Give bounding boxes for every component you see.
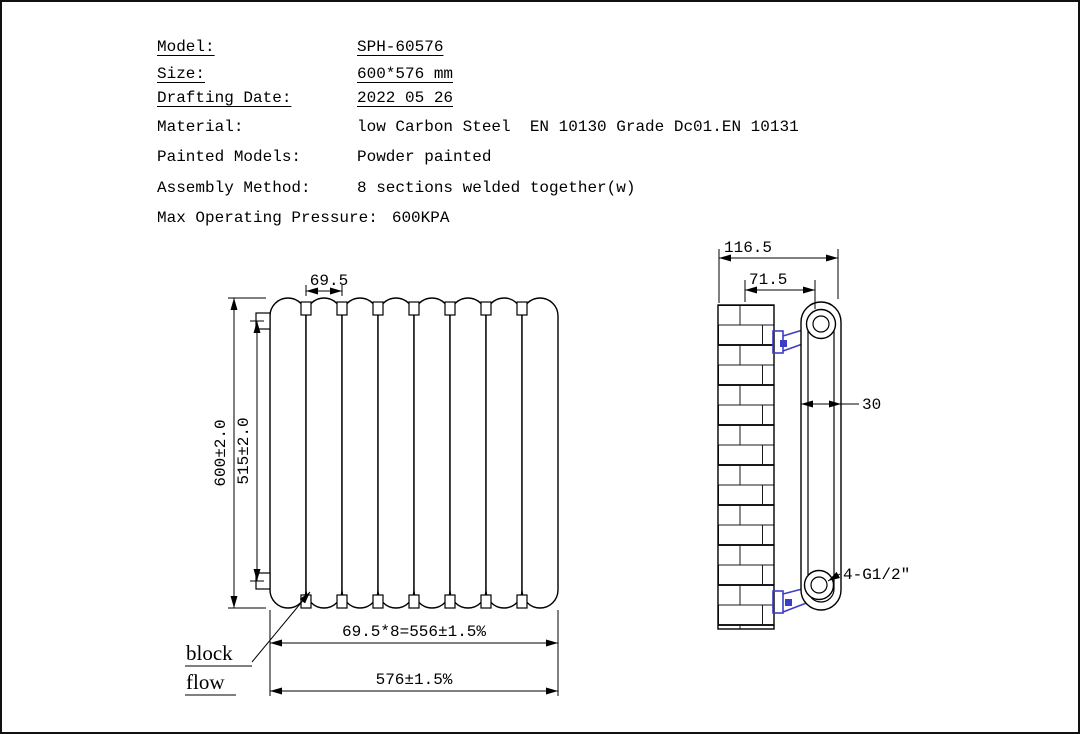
- bracket-fixing: [780, 340, 787, 347]
- spec-row-material: Material: low Carbon Steel EN 10130 Grade…: [157, 118, 799, 136]
- section-joint: [408, 594, 420, 609]
- bottom-fitting: [803, 569, 835, 601]
- radiator-section: [413, 297, 451, 609]
- section-joint: [516, 301, 528, 316]
- front-view-dimensions: 69.5 600±2.0 515±2.0 69.5*8=556±1.5% 576…: [185, 272, 559, 696]
- dim-section-width: 69.5: [310, 272, 348, 290]
- flow-note-line1: block: [186, 641, 233, 665]
- dim-sections-width: 69.5*8=556±1.5%: [342, 623, 486, 641]
- bracket-fixing: [785, 599, 792, 606]
- dim-wall-to-bracket: 71.5: [749, 271, 787, 289]
- section-joint: [516, 594, 528, 609]
- flow-note-line2: flow: [186, 670, 225, 694]
- section-joint: [480, 594, 492, 609]
- bottom-fitting-bore: [810, 576, 828, 594]
- side-view-dimensions: 116.5 71.5 30 4-G1/2″: [718, 239, 910, 584]
- section-joint: [336, 594, 348, 609]
- radiator-section: [377, 297, 415, 609]
- side-view: 116.5 71.5 30 4-G1/2″: [717, 239, 910, 630]
- section-joint: [372, 594, 384, 609]
- spec-label: Material:: [157, 118, 244, 136]
- spec-value: 600*576 mm: [357, 65, 454, 83]
- radiator-section: [341, 297, 379, 609]
- leader-line: [827, 571, 841, 582]
- radiator-side-body: [800, 301, 842, 611]
- leader-line: [251, 591, 311, 663]
- section-joint: [300, 301, 312, 316]
- dim-overall-height: 600±2.0: [212, 419, 230, 486]
- radiator-section: [521, 297, 559, 609]
- section-joint: [372, 301, 384, 316]
- spec-label: Drafting Date:: [157, 89, 292, 107]
- spec-row-max-pressure: Max Operating Pressure: 600KPA: [157, 209, 449, 227]
- section-joint: [408, 301, 420, 316]
- section-joint: [480, 301, 492, 316]
- spec-label: Max Operating Pressure:: [157, 209, 378, 227]
- spec-label: Assembly Method:: [157, 179, 311, 197]
- spec-label: Model:: [157, 38, 215, 56]
- spec-label: Size:: [157, 65, 206, 83]
- brick-wall: [717, 304, 775, 630]
- spec-row-assembly-method: Assembly Method: 8 sections welded togeth…: [157, 179, 635, 197]
- radiator-section: [305, 297, 343, 609]
- fitting-callout: 4-G1/2″: [843, 566, 910, 584]
- radiator-section: [449, 297, 487, 609]
- section-joint: [444, 594, 456, 609]
- top-fitting-bore: [812, 315, 830, 333]
- spec-value: SPH-60576: [357, 38, 444, 56]
- front-view: 69.5 600±2.0 515±2.0 69.5*8=556±1.5% 576…: [185, 272, 559, 696]
- dim-wall-to-front: 116.5: [724, 239, 772, 257]
- spec-row-painted-models: Painted Models: Powder painted: [157, 148, 491, 166]
- side-tube-outer: [800, 301, 842, 611]
- spec-label: Painted Models:: [157, 148, 302, 166]
- section-joint: [336, 301, 348, 316]
- bracket-arm: [782, 601, 810, 613]
- dim-port-height: 515±2.0: [235, 417, 253, 484]
- radiator-section: [269, 297, 307, 609]
- spec-value: 2022 05 26: [357, 89, 454, 107]
- dim-tube-depth: 30: [862, 396, 881, 414]
- spec-value: 600KPA: [391, 209, 450, 227]
- spec-row-size: Size: 600*576 mm: [157, 65, 453, 83]
- top-fitting: [805, 308, 837, 340]
- radiator-section: [485, 297, 523, 609]
- section-joint: [444, 301, 456, 316]
- bracket-plate: [772, 590, 784, 614]
- spec-row-drafting-date: Drafting Date: 2022 05 26: [157, 89, 453, 107]
- dim-overall-width: 576±1.5%: [376, 671, 453, 689]
- radiator-front-body: [255, 297, 559, 609]
- spec-value: Powder painted: [357, 148, 492, 166]
- spec-row-model: Model: SPH-60576: [157, 38, 443, 56]
- spec-value: low Carbon Steel EN 10130 Grade Dc01.EN …: [357, 118, 799, 136]
- spec-value: 8 sections welded together(w): [357, 179, 636, 197]
